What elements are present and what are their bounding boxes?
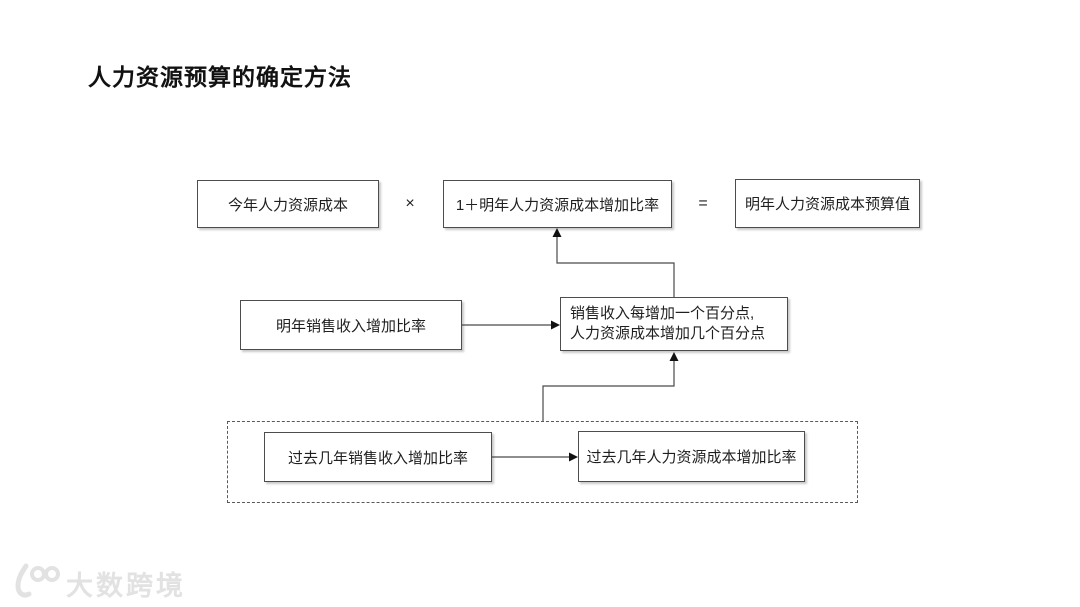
- watermark: 大数跨境: [12, 562, 186, 604]
- connector-sales-to-ratio: [462, 320, 560, 330]
- box-current-hr-cost: 今年人力资源成本: [197, 180, 379, 228]
- arrowhead-up-icon: [669, 352, 679, 361]
- box-one-plus-next-year-hr-cost-growth: 1＋明年人力资源成本增加比率: [443, 180, 672, 228]
- equals-operator: =: [698, 195, 708, 212]
- box-sales-to-hr-cost-ratio-line1: 销售收入每增加一个百分点,: [570, 305, 755, 322]
- arrowhead-right-icon: [551, 320, 560, 330]
- connector-history-to-middle: [542, 352, 679, 421]
- box-past-years-hr-cost-growth: 过去几年人力资源成本增加比率: [578, 431, 805, 482]
- brand-logo-icon: [15, 563, 60, 598]
- box-sales-to-hr-cost-ratio: 销售收入每增加一个百分点, 人力资源成本增加几个百分点: [560, 297, 788, 351]
- connector-middle-to-formula: [552, 228, 675, 297]
- box-sales-to-hr-cost-ratio-line2: 人力资源成本增加几个百分点: [570, 325, 766, 342]
- watermark-brand-text: 大数跨境: [66, 570, 186, 601]
- page-title: 人力资源预算的确定方法: [88, 64, 352, 90]
- box-next-year-sales-growth: 明年销售收入增加比率: [240, 300, 462, 350]
- history-data-group: [227, 421, 858, 503]
- arrowhead-up-icon: [552, 228, 562, 237]
- multiply-operator: ×: [405, 195, 415, 212]
- box-past-years-sales-growth: 过去几年销售收入增加比率: [264, 432, 492, 482]
- box-next-year-hr-cost-budget: 明年人力资源成本预算值: [735, 179, 920, 228]
